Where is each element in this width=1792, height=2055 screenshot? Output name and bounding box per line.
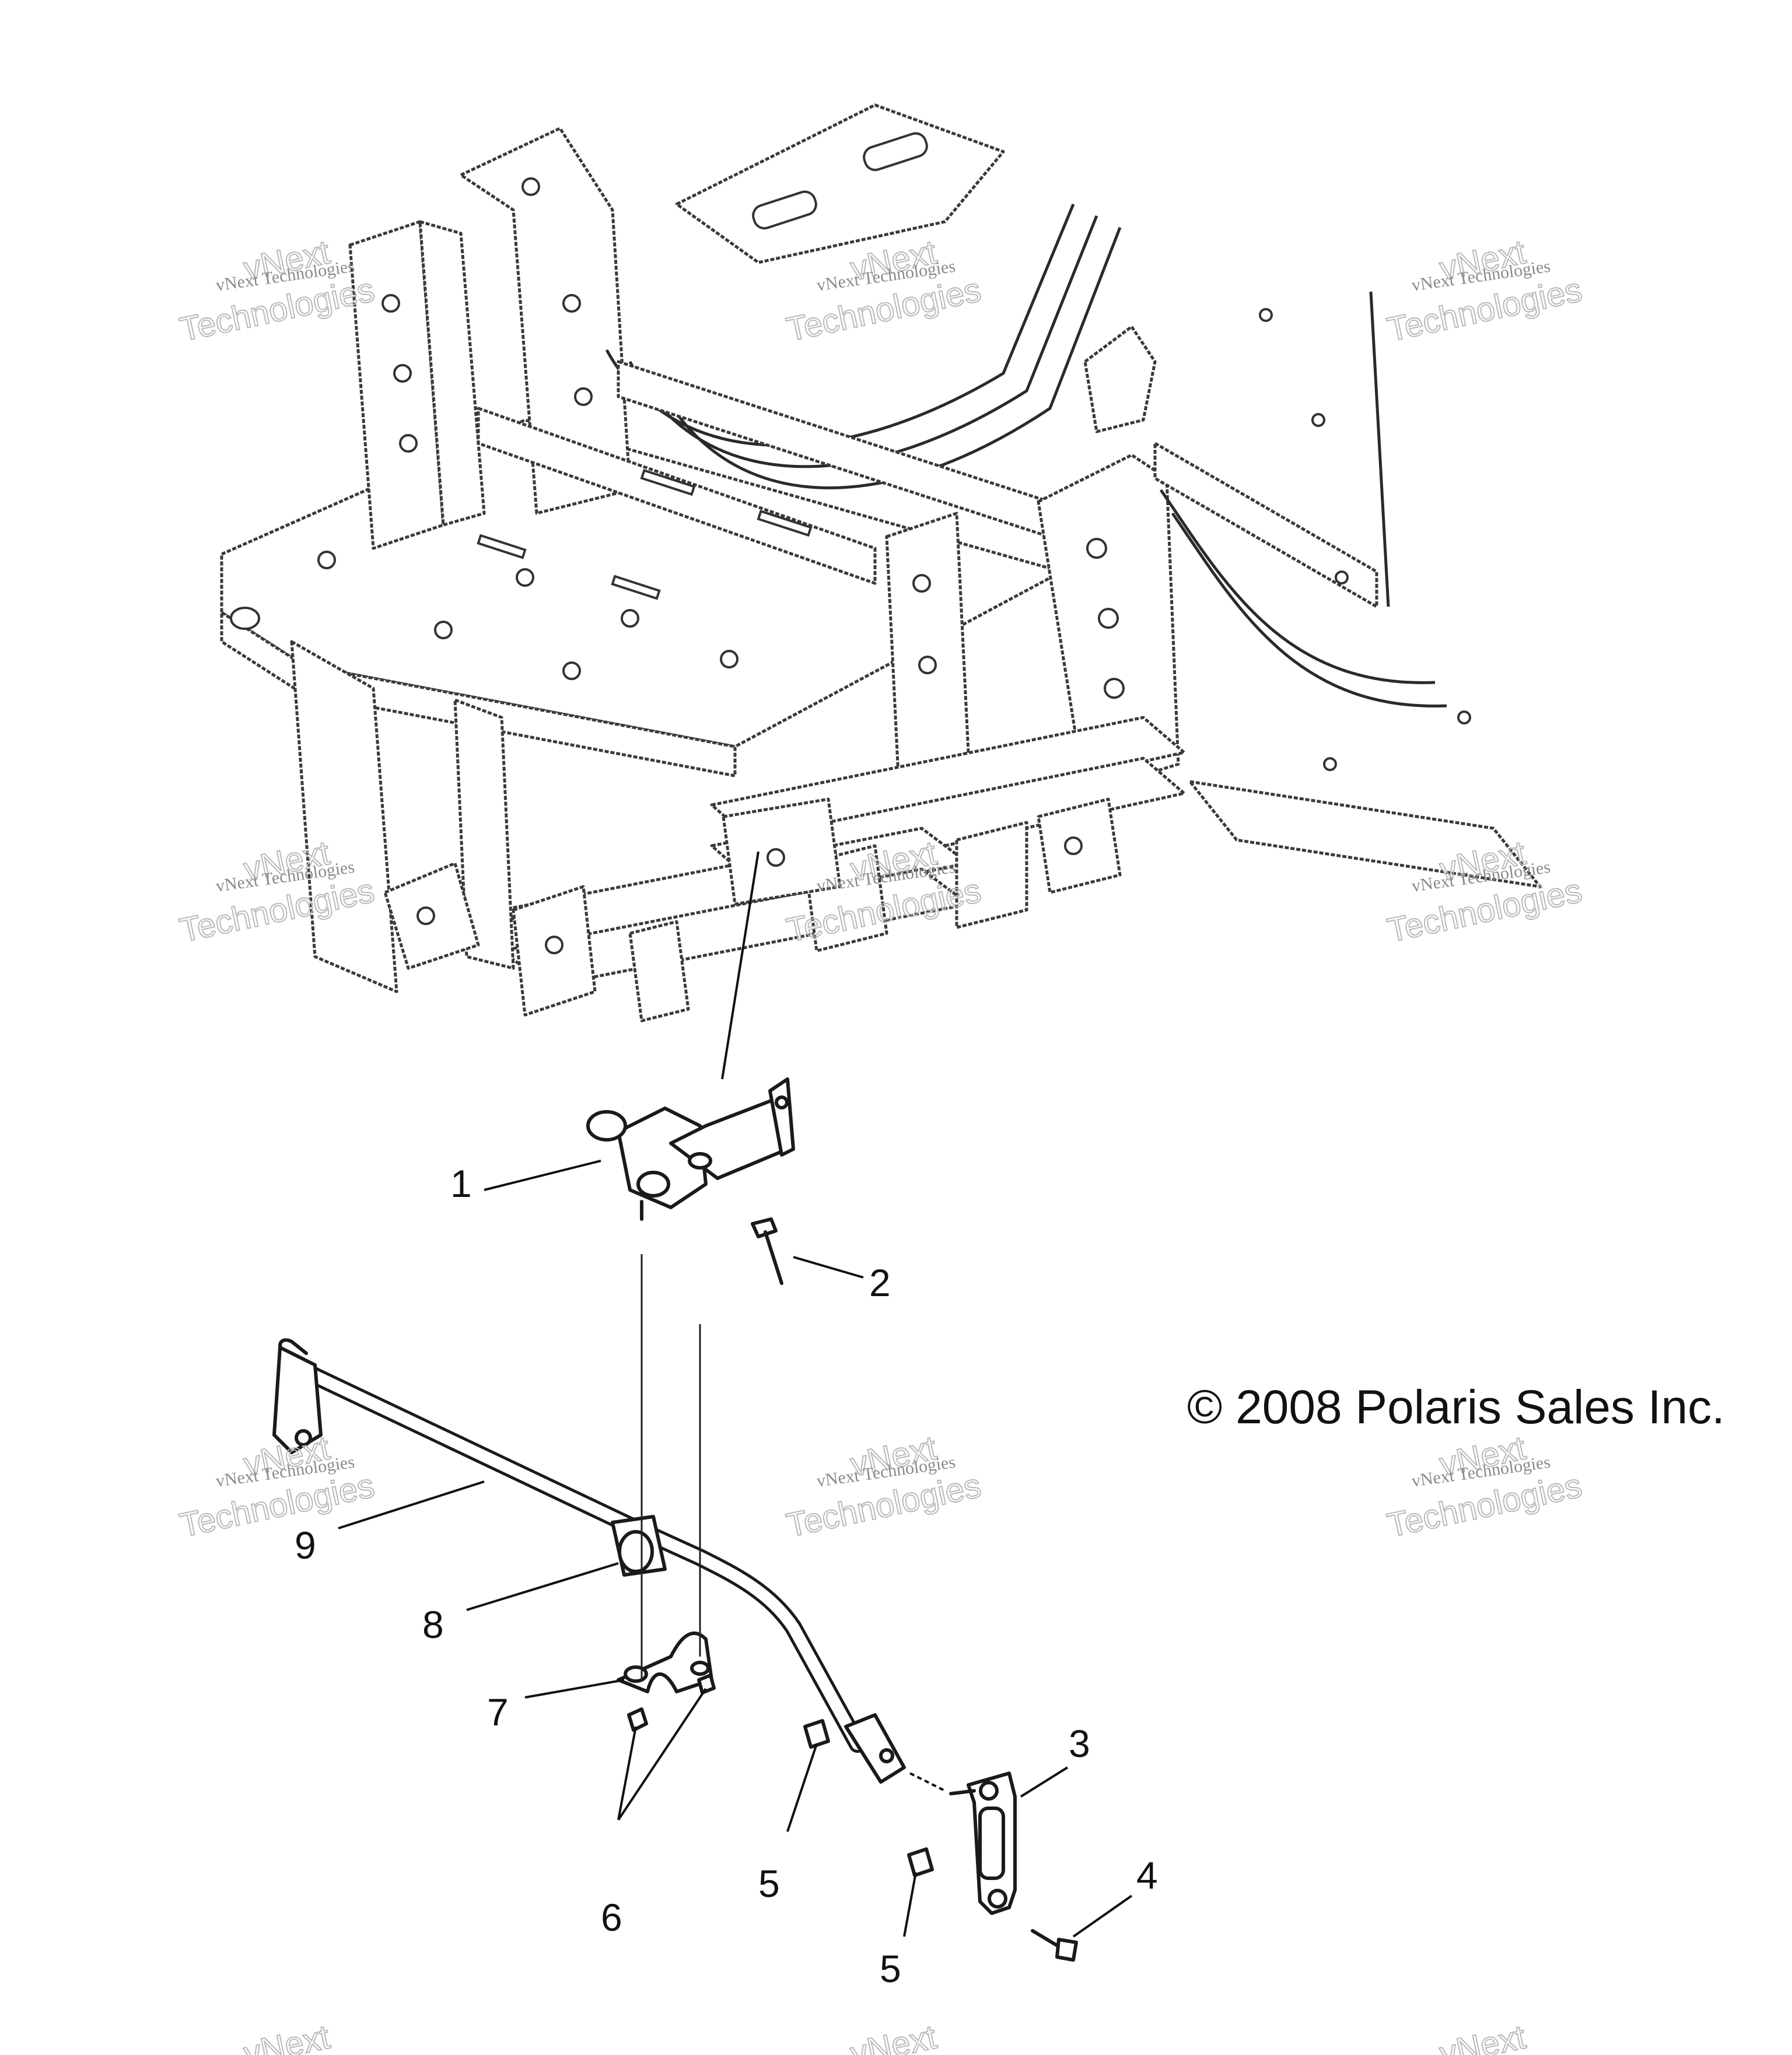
watermark-8: vNext vNext Technologies Technologies <box>783 1428 985 1545</box>
callout-1: 1 <box>450 1162 472 1205</box>
callout-labels: 1 2 3 4 5 5 6 7 8 9 <box>295 1162 1158 1990</box>
part-8-bushing <box>611 1515 667 1577</box>
watermark-3: vNext vNext Technologies Technologies <box>1384 232 1586 349</box>
svg-text:vNext: vNext <box>1436 2018 1529 2055</box>
part-6-nuts <box>627 1674 716 1732</box>
part-4-bolt <box>1031 1929 1078 1962</box>
watermark-12: vNext <box>1436 2017 1530 2055</box>
part-3-link <box>949 1772 1017 1915</box>
part-9-stabilizer-bar <box>272 1338 946 1792</box>
callout-8: 8 <box>422 1603 444 1646</box>
vehicle-frame <box>220 103 1542 1023</box>
svg-text:vNext: vNext <box>847 2018 940 2055</box>
callout-9: 9 <box>295 1524 316 1567</box>
part-1-mount-bracket <box>586 1077 795 1221</box>
part-7-clamp <box>617 1632 713 1693</box>
part-2-bolt <box>751 1217 783 1285</box>
part-5-nut-upper <box>803 1719 830 1749</box>
callout-5-lower: 5 <box>880 1947 901 1990</box>
watermark-9: vNext vNext Technologies Technologies <box>1384 1428 1586 1545</box>
watermark-7: vNext vNext Technologies Technologies <box>176 1428 379 1545</box>
callout-2: 2 <box>869 1261 891 1304</box>
callout-3: 3 <box>1069 1722 1090 1765</box>
watermark-1: vNext vNext Technologies Technologies <box>176 232 379 349</box>
copyright-text: © 2008 Polaris Sales Inc. <box>1187 1381 1725 1434</box>
callout-4: 4 <box>1136 1854 1158 1897</box>
leader-lines <box>338 851 1133 1938</box>
svg-text:vNext: vNext <box>240 2018 333 2055</box>
watermark-11: vNext <box>846 2017 940 2055</box>
callout-6: 6 <box>601 1896 622 1939</box>
part-5-nut-lower <box>907 1847 934 1877</box>
callout-5-upper: 5 <box>758 1862 780 1905</box>
callout-7: 7 <box>487 1690 509 1734</box>
assembly-axes <box>640 1254 701 1680</box>
watermark-10: vNext <box>240 2017 334 2055</box>
